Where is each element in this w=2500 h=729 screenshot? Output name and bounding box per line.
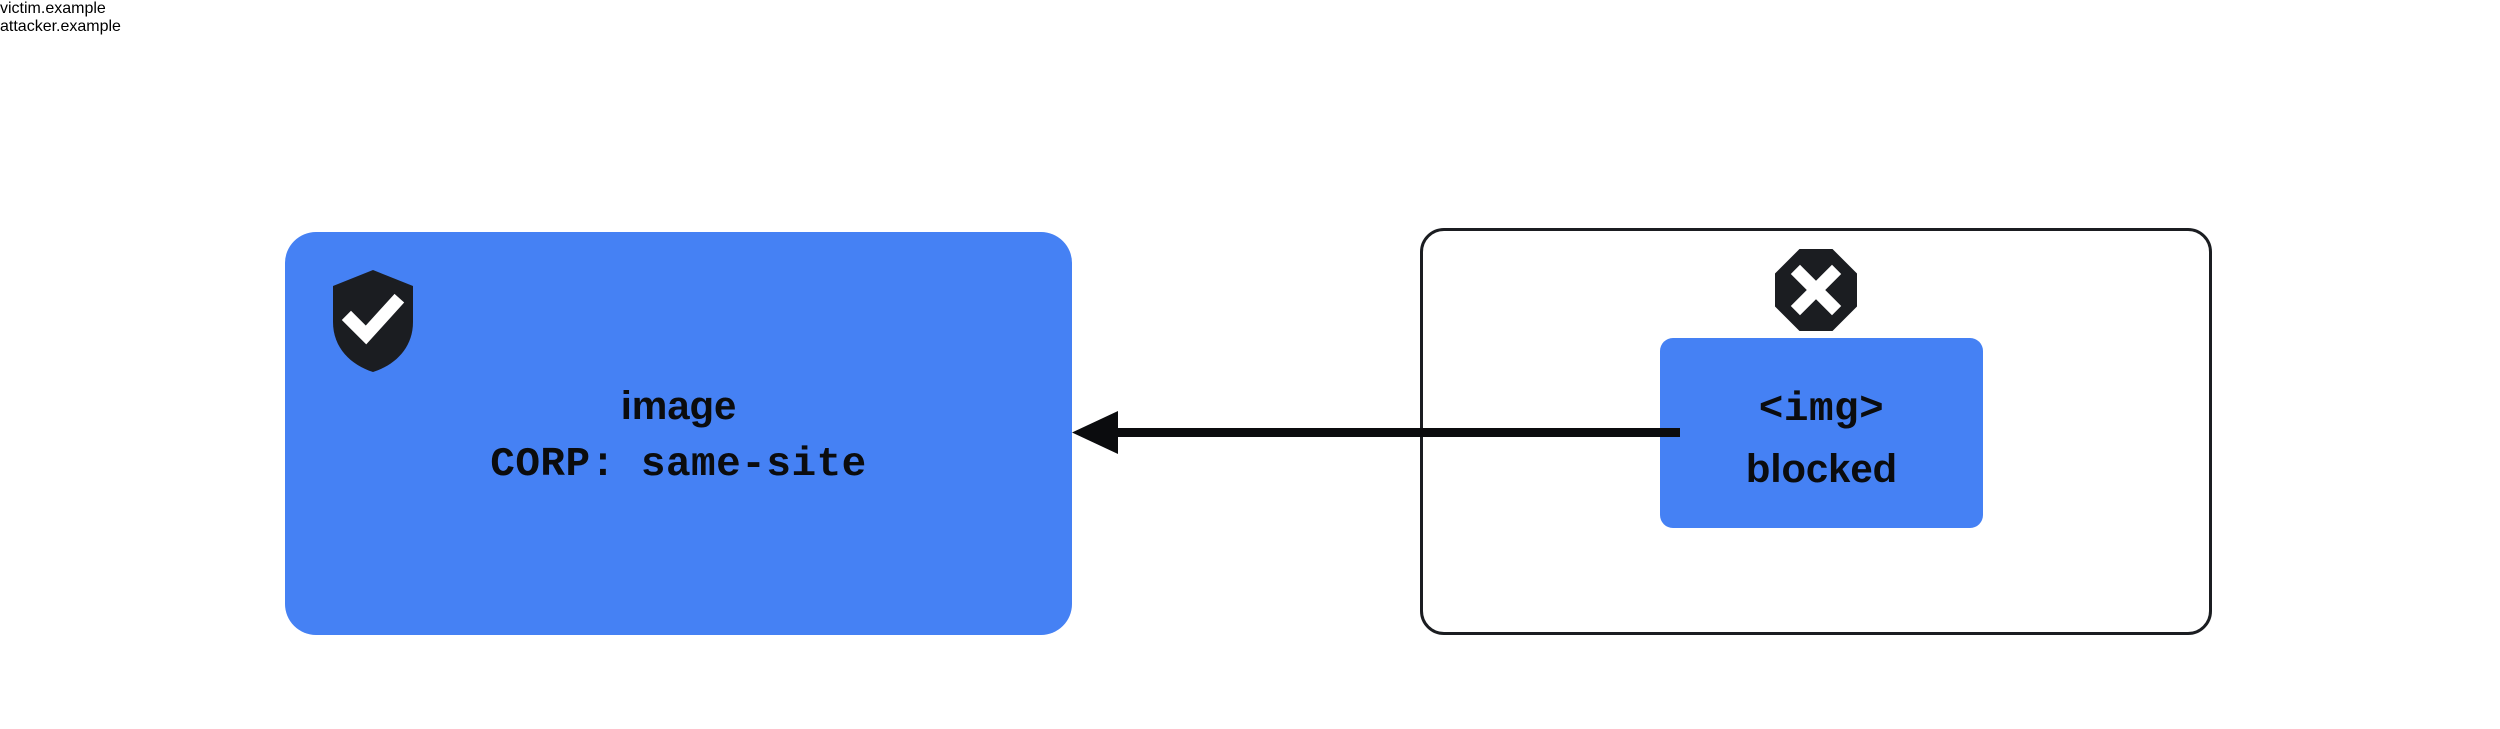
victim-resource-box: image CORP: same-site: [285, 232, 1072, 635]
octagon-x-icon: [1775, 249, 1857, 331]
attacker-img-element-box: <img> blocked: [1660, 338, 1983, 528]
attacker-img-status: blocked: [1745, 447, 1898, 491]
victim-resource-name: image: [620, 384, 737, 428]
arrow-left-icon: [1060, 404, 1680, 464]
attacker-img-labels: <img> blocked: [1660, 381, 1983, 499]
victim-resource-labels: image CORP: same-site: [285, 377, 1072, 495]
attacker-img-tag: <img>: [1758, 387, 1885, 433]
shield-check-icon: [333, 270, 413, 372]
victim-origin-title: victim.example: [0, 0, 106, 17]
victim-resource-header: CORP: same-site: [490, 442, 867, 488]
attacker-origin-title: attacker.example: [0, 18, 121, 35]
